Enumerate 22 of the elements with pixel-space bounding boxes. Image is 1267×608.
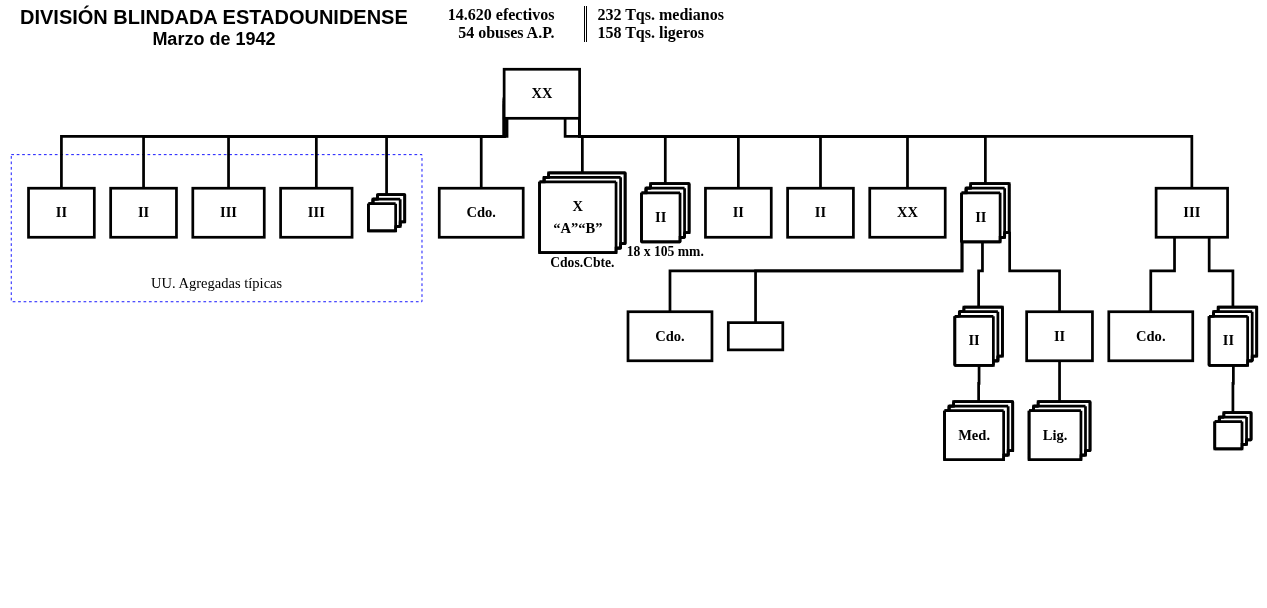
node-box: Cdo. [626, 310, 713, 363]
note-text: 158 Tqs. ligeros [597, 24, 704, 42]
node-box: Cdo. [1106, 310, 1194, 363]
node-box: III [1154, 186, 1229, 239]
subtitle: Marzo de 1942 [152, 29, 276, 50]
diagram-title: DIVISIÓN BLINDADA ESTADOUNIDENSE [20, 6, 408, 29]
node-box: Cdo. [437, 186, 525, 239]
caption-text: Cdos.Cbte. [549, 255, 614, 271]
node-box: III [278, 186, 353, 239]
node-box: II [26, 186, 96, 239]
note-text: 14.620 efectivos [447, 6, 555, 24]
node-box: II [108, 186, 178, 239]
node-box: II [1024, 310, 1094, 363]
caption-text: 18 x 105 mm. [626, 244, 704, 260]
node-box: II [703, 186, 773, 239]
node-box: XX [502, 67, 581, 120]
node-box: II [785, 186, 855, 239]
node-box: III [190, 186, 266, 239]
note-text: 232 Tqs. medianos [597, 6, 724, 24]
node-box: XX [867, 186, 947, 239]
node-box [726, 321, 784, 352]
note-text: 54 obuses A.P. [458, 24, 555, 42]
